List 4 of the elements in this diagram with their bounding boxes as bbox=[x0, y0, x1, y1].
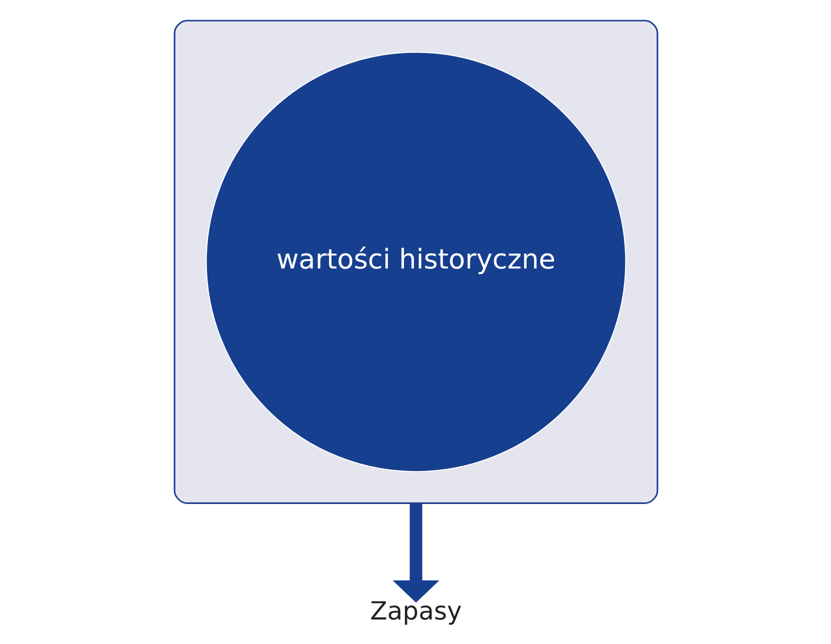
node-circle: wartości historyczne bbox=[205, 52, 626, 472]
arrow bbox=[392, 503, 439, 603]
cluster bbox=[173, 20, 658, 504]
node-text: Zapasy bbox=[370, 596, 462, 626]
